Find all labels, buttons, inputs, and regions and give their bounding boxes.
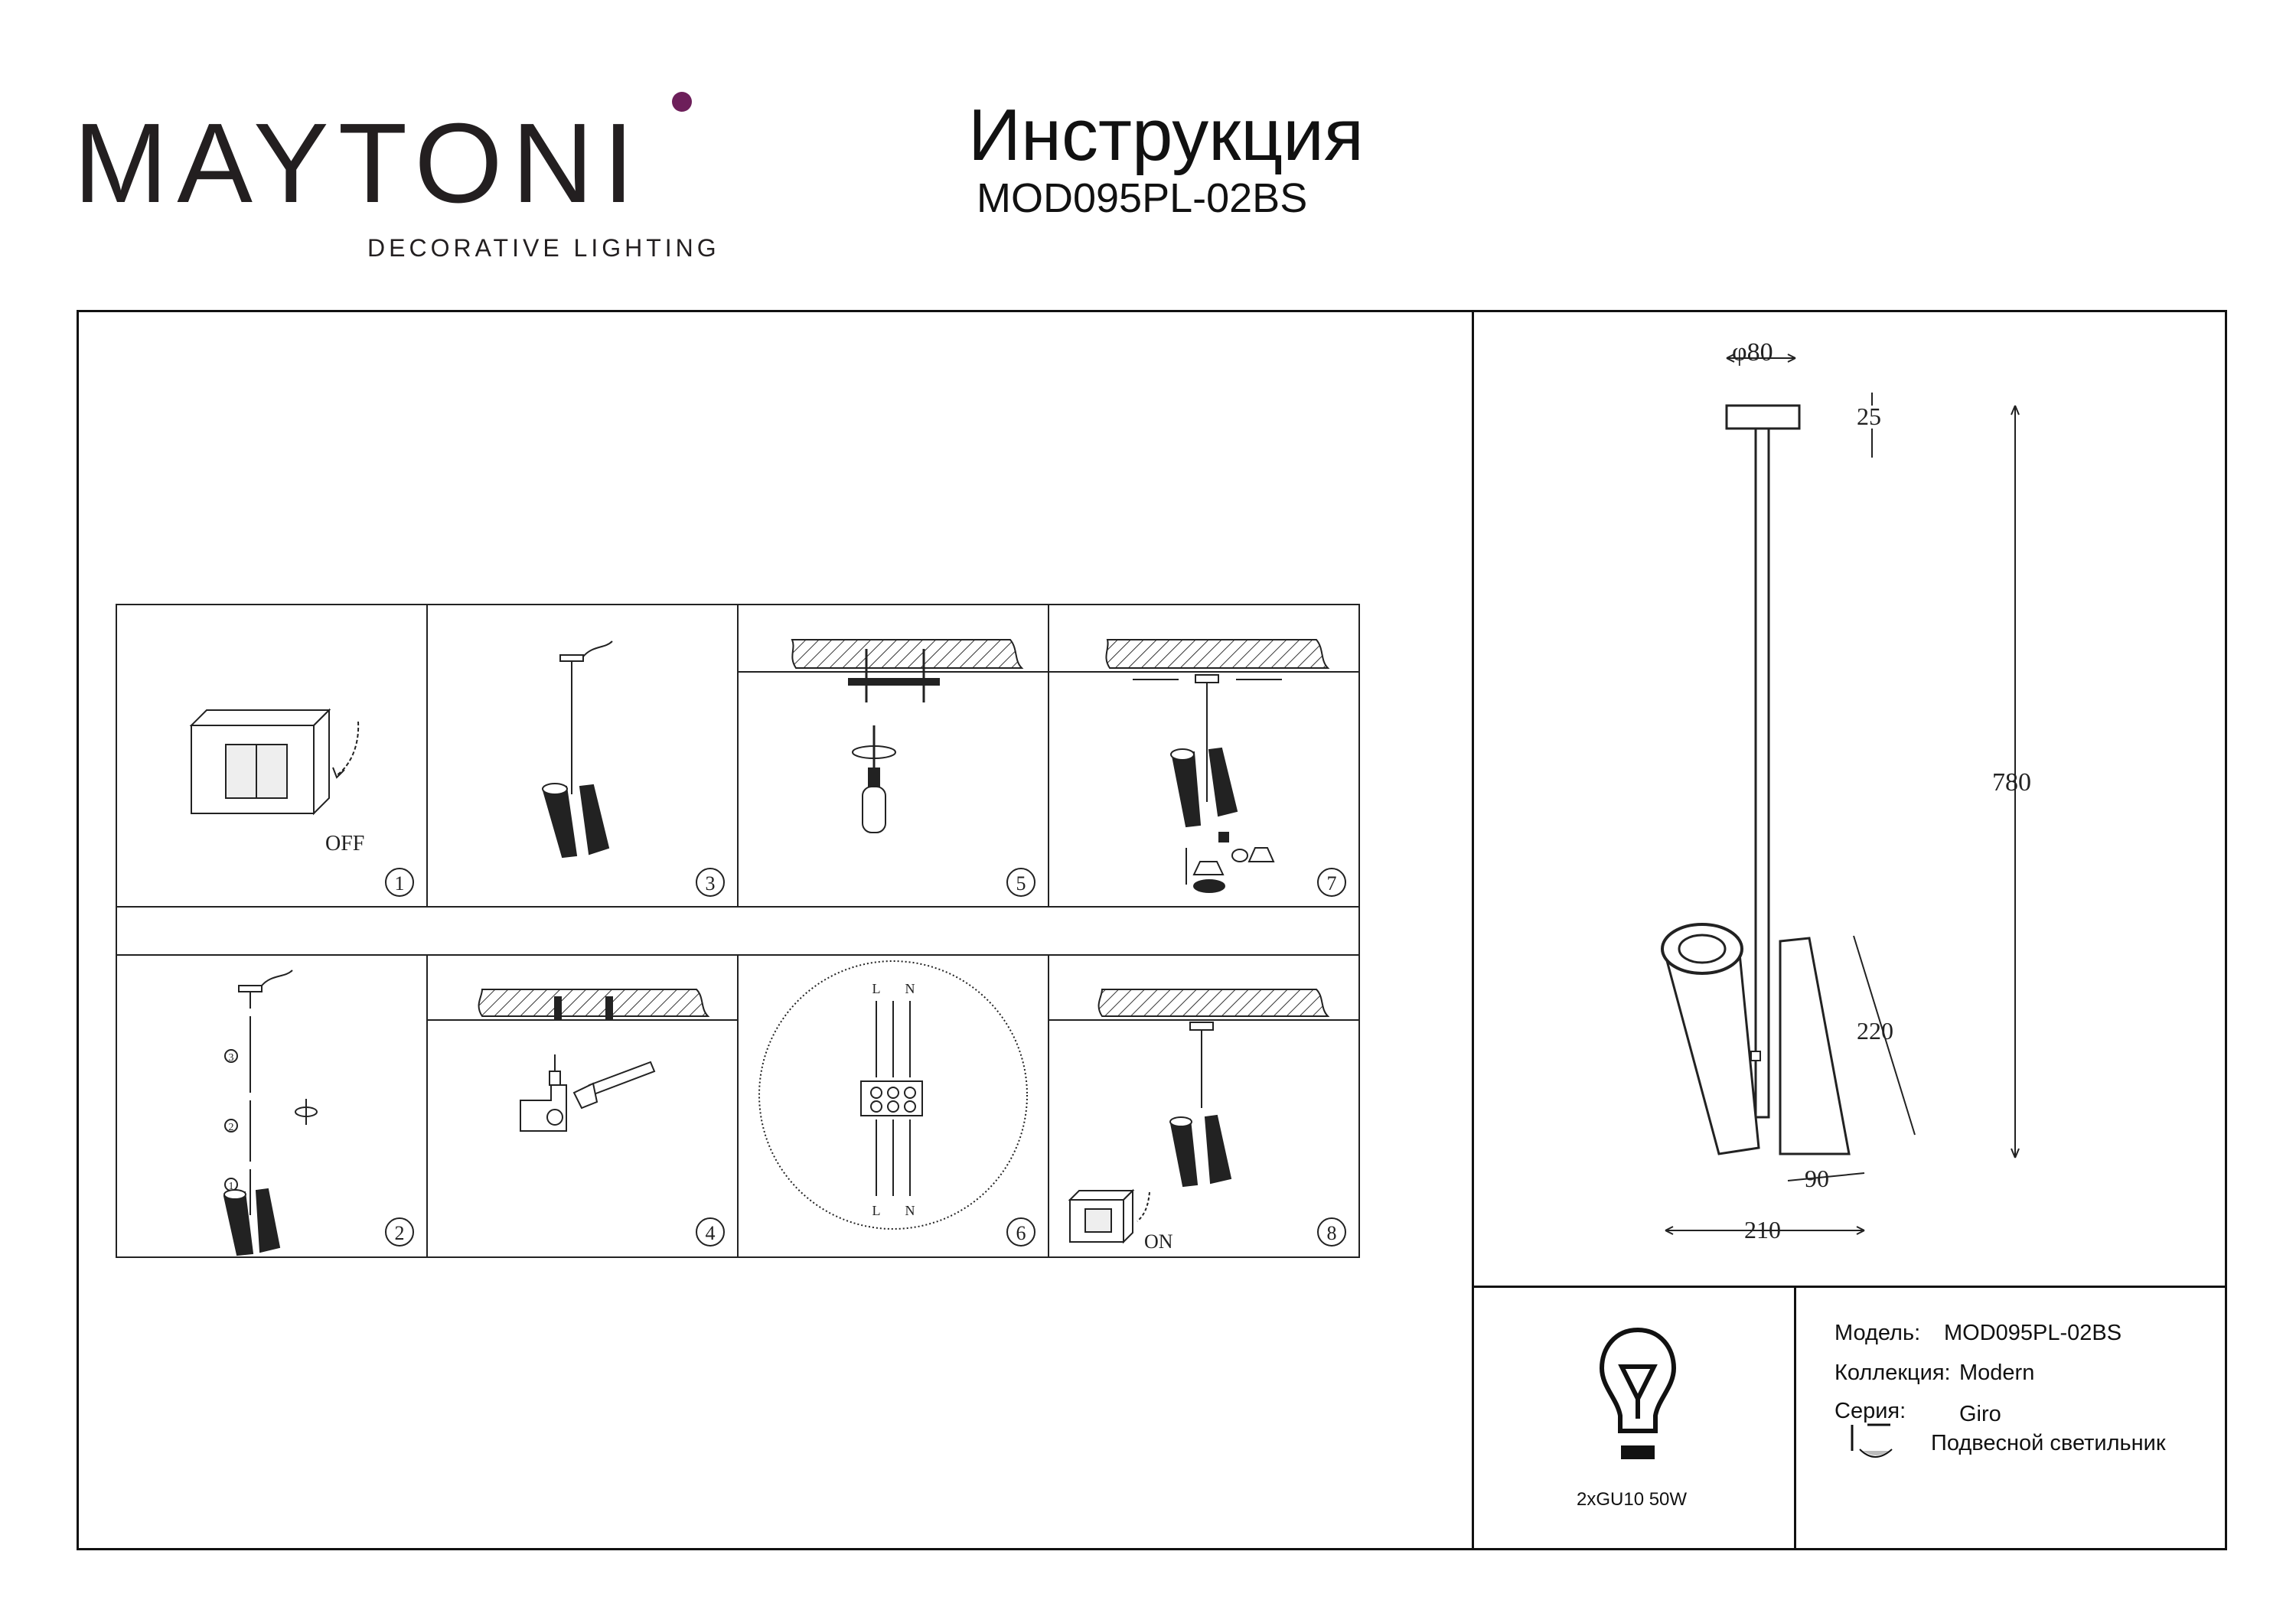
- lamp-spec: 2xGU10 50W: [1577, 1489, 1688, 1510]
- step-2-marker-1: 1: [229, 1181, 234, 1192]
- installation-steps: OFF 1 3 5: [116, 604, 1360, 1258]
- terminal-top-n: N: [905, 981, 915, 996]
- step-3-number: 3: [706, 872, 716, 895]
- step-6-number: 6: [1016, 1222, 1026, 1244]
- step-2-marker-2: 2: [229, 1122, 234, 1133]
- step-4-number: 4: [706, 1222, 716, 1244]
- dim-shade-width: 90: [1805, 1165, 1829, 1192]
- model-subtitle: MOD095PL-02BS: [977, 175, 1308, 221]
- step-7-mounting: [1049, 639, 1359, 893]
- brand-logo: MAYTONI: [73, 100, 644, 227]
- step-8-label: ON: [1144, 1230, 1173, 1253]
- step-4-anchors: [427, 989, 738, 1132]
- spec-model-value: MOD095PL-02BS: [1944, 1321, 2122, 1345]
- spec-series-label: Серия:: [1835, 1399, 1906, 1423]
- dimension-drawing: φ80 25 780 220 90 210: [1661, 338, 2031, 1243]
- brand-tagline: DECORATIVE LIGHTING: [367, 234, 720, 262]
- dim-shade-length: 220: [1857, 1017, 1893, 1045]
- step-7-number: 7: [1327, 872, 1337, 895]
- dim-overall-width: 210: [1744, 1216, 1781, 1243]
- step-5-bracket: [738, 639, 1049, 833]
- spec-series-value: Giro: [1959, 1402, 2001, 1426]
- page-title: Инструкция: [968, 94, 1364, 176]
- frame-divider-horizontal: [1472, 1286, 2227, 1288]
- dim-canopy-height: 25: [1857, 402, 1881, 430]
- spec-collection-value: Modern: [1959, 1361, 2035, 1385]
- step-2-rod-assembly: [223, 970, 318, 1256]
- terminal-bottom-l: L: [872, 1203, 881, 1218]
- step-2-marker-3: 3: [229, 1052, 234, 1064]
- brand-logo-dot: [672, 92, 692, 112]
- spec-model-label: Модель:: [1835, 1321, 1921, 1345]
- step-2-number: 2: [395, 1222, 405, 1244]
- step-8-number: 8: [1327, 1222, 1337, 1244]
- dim-diameter: φ80: [1732, 338, 1773, 367]
- step-5-number: 5: [1016, 872, 1026, 895]
- step-1-switch-off: [189, 708, 360, 816]
- light-bulb-icon: [1599, 1327, 1677, 1459]
- step-8-switch-on: [1049, 989, 1359, 1244]
- terminal-bottom-n: N: [905, 1203, 915, 1218]
- step-1-number: 1: [395, 872, 405, 895]
- pendant-type-icon: [1851, 1423, 1893, 1458]
- step-1-label: OFF: [325, 832, 364, 855]
- spec-collection-label: Коллекция:: [1835, 1361, 1951, 1385]
- step-3-lamp: [542, 640, 613, 859]
- dim-total-height: 780: [1992, 768, 2031, 797]
- spec-type-value: Подвесной светильник: [1931, 1431, 2166, 1455]
- spec-divider: [1794, 1286, 1796, 1550]
- frame-divider-vertical: [1472, 310, 1474, 1550]
- main-frame: [77, 310, 2227, 1550]
- step-6-wiring: [758, 960, 1028, 1230]
- terminal-top-l: L: [872, 981, 881, 996]
